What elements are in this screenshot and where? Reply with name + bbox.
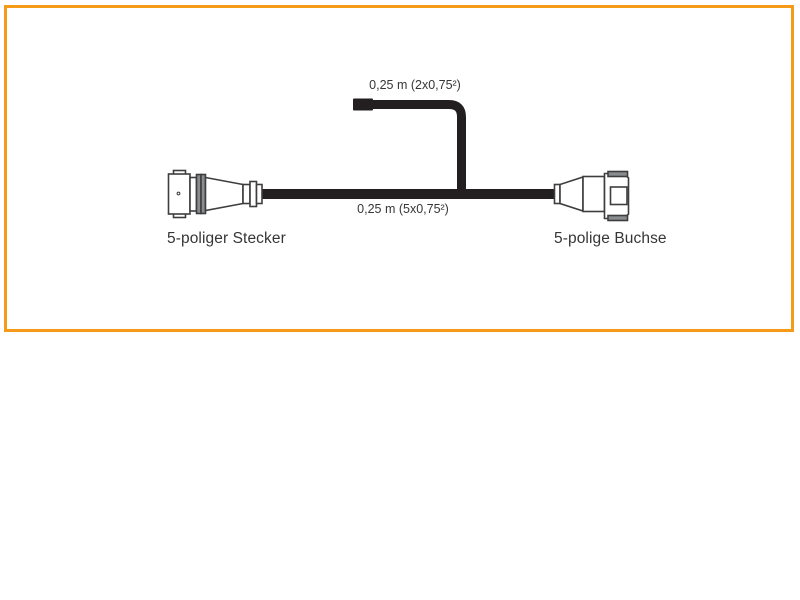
- cable-diagram: [167, 98, 630, 222]
- main-cable-label: 0,25 m (5x0,75²): [357, 202, 449, 216]
- branch-end-terminal: [353, 98, 373, 111]
- diagram-frame: [4, 5, 794, 332]
- right-connector-label: 5-polige Buchse: [554, 230, 667, 247]
- right-socket-drawing: [553, 170, 630, 222]
- branch-cable-line: [353, 98, 466, 191]
- left-connector-label: 5-poliger Stecker: [167, 230, 286, 247]
- branch-cable-label: 0,25 m (2x0,75²): [369, 78, 461, 92]
- left-plug-drawing: [167, 169, 263, 219]
- plug-index-dot: [176, 191, 181, 196]
